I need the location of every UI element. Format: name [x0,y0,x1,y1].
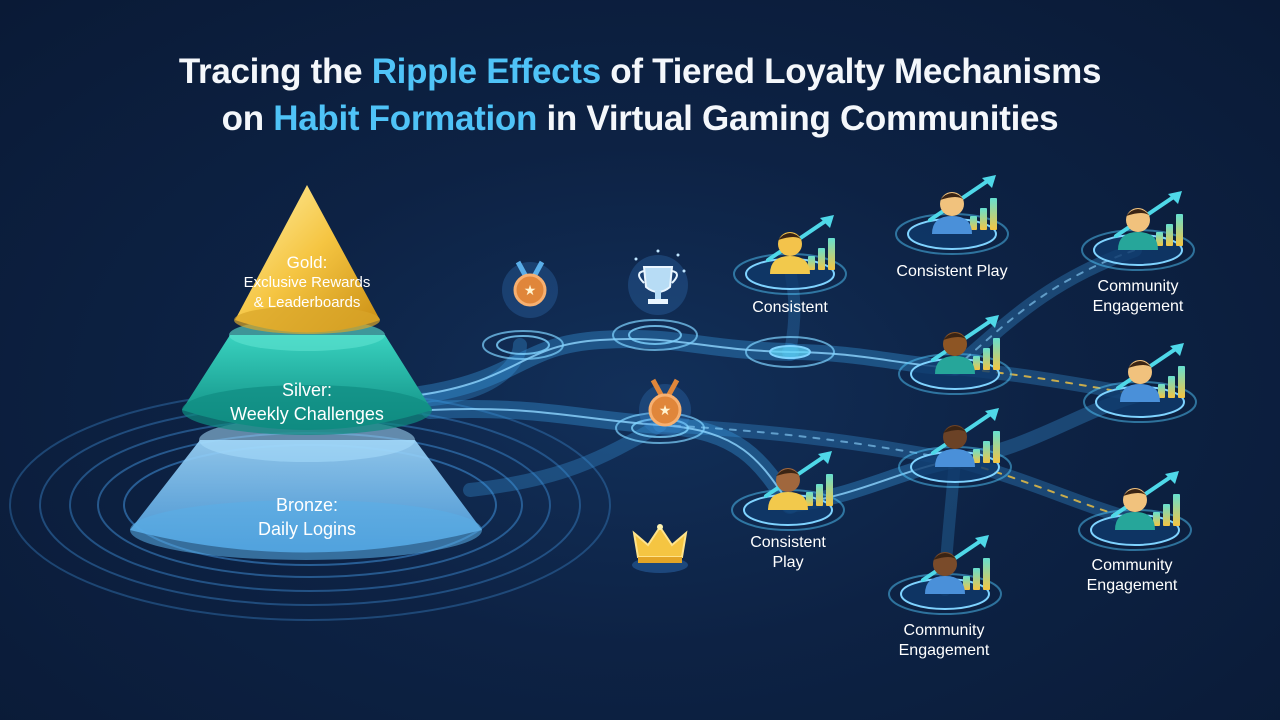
pyramid-tier-gold [234,185,380,334]
player-nodes [731,175,1197,615]
silver-tier-label: Silver: Weekly Challenges [230,380,384,424]
growth-bars-icon [806,474,833,506]
node-label-n9: Community Engagement [898,622,990,659]
bronze-tier-label: Bronze: Daily Logins [257,495,357,539]
svg-text:★: ★ [659,402,672,418]
growth-bars-icon [1158,366,1185,398]
growth-bars-icon [973,338,1000,370]
growth-bars-icon [963,558,990,590]
title-line-2: on Habit Formation in Virtual Gaming Com… [221,99,1059,138]
crown-icon [632,524,688,573]
growth-bars-icon [1156,214,1183,246]
growth-bars-icon [808,238,835,270]
bronze-medal-icon: ★ [502,260,558,318]
node-label-n7: Consistent Play [750,534,826,571]
node-label-n1: Consistent [752,299,828,316]
node-label-n3: Community Engagement [1092,278,1184,315]
title-line-1: Tracing the Ripple Effects of Tiered Loy… [178,52,1102,91]
player-node-n3 [1081,191,1195,271]
medal-icon: ★ [639,378,691,436]
player-node-n2 [895,175,1009,255]
growth-bars-icon [970,198,997,230]
growth-bars-icon [973,431,1000,463]
gold-tier-label: Gold: Exclusive Rewards & Leaderboards [243,253,371,311]
player-avatar-icon [935,425,975,467]
player-node-n8 [1078,471,1192,551]
player-avatar-icon [770,232,810,274]
page-title: Tracing the Ripple Effects of Tiered Loy… [0,48,1280,142]
player-node-n1 [733,215,847,295]
player-node-n4 [898,315,1012,395]
loyalty-pyramid [130,185,482,560]
title-highlight-ripple: Ripple Effects [371,52,601,91]
player-node-n7 [731,451,845,531]
player-avatar-icon [1118,208,1158,250]
node-label-n8: Community Engagement [1086,557,1178,594]
svg-text:★: ★ [524,282,537,298]
title-highlight-habit: Habit Formation [273,99,538,138]
player-avatar-icon [768,468,808,510]
player-avatar-icon [932,192,972,234]
player-node-n5 [1083,343,1197,423]
player-avatar-icon [935,332,975,374]
player-node-n6 [898,408,1012,488]
player-avatar-icon [1120,360,1160,402]
trophy-icon [628,249,688,315]
player-avatar-icon [925,552,965,594]
player-avatar-icon [1115,488,1155,530]
node-label-n2: Consistent Play [896,263,1008,280]
growth-bars-icon [1153,494,1180,526]
junction-rings [482,319,835,444]
pyramid-tier-silver [182,319,432,435]
player-node-n9 [888,535,1002,615]
